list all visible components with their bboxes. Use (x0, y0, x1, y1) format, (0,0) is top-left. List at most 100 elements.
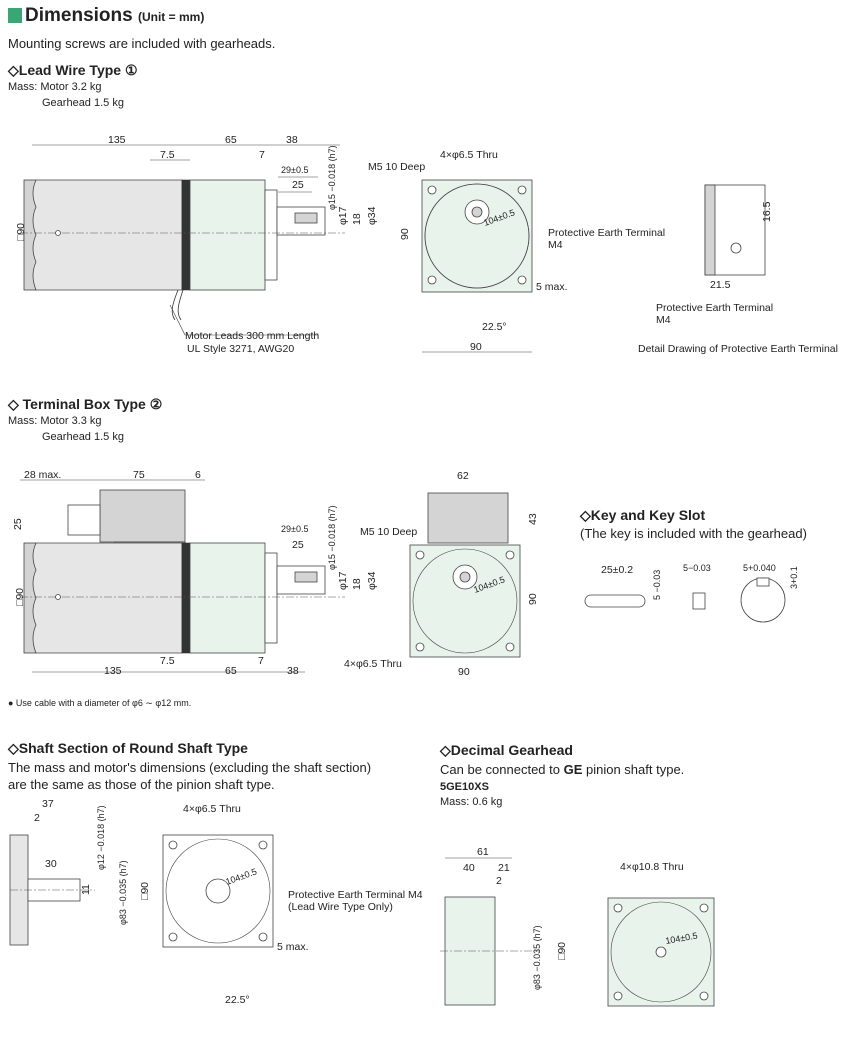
terminal-box-front-view: 62 43 M5 10 Deep 104±0.5 90 4×φ6.5 Thru … (344, 470, 539, 678)
rs-dim-11: 11 (80, 884, 92, 895)
detail-16-5: 16.5 (761, 201, 773, 222)
tb-front-holes: 4×φ6.5 Thru (344, 658, 402, 670)
tb-dim-29: 29±0.5 (281, 524, 308, 534)
decimal-front-view: 4×φ10.8 Thru 104±0.5 (607, 861, 715, 1007)
front-angle: 22.5° (482, 321, 507, 333)
lead-wire-side-view: 135 65 38 7.5 7 29±0.5 25 □90 φ15 −0.018… (15, 134, 378, 355)
page-title: Dimensions (Unit = mm) (25, 5, 205, 26)
tb-dim-7-5: 7.5 (160, 655, 175, 667)
tb-dim-75: 75 (133, 469, 145, 481)
lead-wire-heading: ◇Lead Wire Type ① (8, 62, 138, 78)
tb-dim-phi17: φ17 (337, 571, 349, 590)
key-drawing: 25±0.2 5 −0.03 5−0.03 5+0.040 3+0.1 (584, 563, 799, 623)
key-dim-5c: 5+0.040 (743, 563, 776, 573)
front-h90: 90 (399, 228, 411, 240)
tb-dim-38: 38 (287, 665, 299, 677)
terminal-box-mass-gear: Gearhead 1.5 kg (42, 431, 124, 443)
decimal-heading: ◇Decimal Gearhead (440, 742, 573, 758)
round-shaft-text1: The mass and motor's dimensions (excludi… (8, 760, 372, 775)
key-heading: ◇Key and Key Slot (580, 507, 706, 523)
decimal-mass: Mass: 0.6 kg (440, 796, 503, 808)
title-marker (8, 8, 22, 23)
motor-leads-length: Motor Leads 300 mm Length (185, 330, 319, 342)
rs-dim-12: φ12 −0.018 (h7) (96, 805, 106, 870)
dim-sq90: □90 (15, 223, 27, 241)
tb-front-w90: 90 (458, 666, 470, 678)
terminal-box-mass-motor: Mass: Motor 3.3 kg (8, 415, 102, 427)
round-shaft-heading: ◇Shaft Section of Round Shaft Type (8, 740, 248, 756)
tb-dim-25h: 25 (292, 539, 304, 551)
key-sub: (The key is included with the gearhead) (580, 526, 807, 541)
rs-front-pe: Protective Earth Terminal M4 (288, 889, 423, 901)
dg-dim-2: 2 (496, 875, 502, 887)
front-5max: 5 max. (536, 281, 568, 293)
dim-18: 18 (351, 213, 363, 225)
rs-front-holes: 4×φ6.5 Thru (183, 803, 241, 815)
dim-65: 65 (225, 134, 237, 146)
key-dim-25: 25±0.2 (601, 564, 633, 576)
dim-29: 29±0.5 (281, 165, 308, 175)
dim-7-5: 7.5 (160, 149, 175, 161)
tb-dim-28: 28 max. (24, 469, 61, 481)
key-dim-5b: 5−0.03 (683, 563, 711, 573)
lead-wire-mass-motor: Mass: Motor 3.2 kg (8, 81, 102, 93)
pe-detail-view: 16.5 21.5 Protective Earth Terminal M4 D… (638, 184, 838, 355)
rs-dim-2: 2 (34, 812, 40, 824)
tb-dim-phi34: φ34 (366, 571, 378, 590)
round-shaft-side-view: 37 2 30 11 φ12 −0.018 (h7) φ83 −0.035 (h… (9, 798, 151, 946)
detail-pe: Protective Earth Terminal (656, 302, 773, 314)
tb-dim-7: 7 (258, 655, 264, 667)
rs-dim-30: 30 (45, 858, 57, 870)
dim-25: 25 (292, 179, 304, 191)
rs-dim-sq90: □90 (139, 882, 151, 900)
lead-wire-mass-gear: Gearhead 1.5 kg (42, 97, 124, 109)
round-shaft-front-view: 4×φ6.5 Thru 104±0.5 Protective Earth Ter… (162, 803, 423, 1006)
front-holes: 4×φ6.5 Thru (440, 149, 498, 161)
tb-dim-sq90: □90 (14, 588, 26, 606)
tb-dim-135: 135 (104, 665, 122, 677)
rs-dim-37: 37 (42, 798, 54, 810)
dim-phi15: φ15 −0.018 (h7) (327, 145, 337, 210)
rs-front-angle: 22.5° (225, 994, 250, 1006)
dg-dim-61: 61 (477, 846, 489, 858)
round-shaft-text2: are the same as those of the pinion shaf… (8, 777, 275, 792)
detail-caption: Detail Drawing of Protective Earth Termi… (638, 343, 838, 355)
dim-38: 38 (286, 134, 298, 146)
front-pe: Protective Earth Terminal (548, 227, 665, 239)
dg-dim-21: 21 (498, 862, 510, 874)
terminal-box-heading: ◇ Terminal Box Type ② (8, 396, 163, 412)
tb-front-h90: 90 (527, 593, 539, 605)
tb-dim-phi15: φ15 −0.018 (h7) (327, 505, 337, 570)
intro-text: Mounting screws are included with gearhe… (8, 36, 276, 51)
dim-7: 7 (259, 149, 265, 161)
front-pe-m4: M4 (548, 239, 563, 251)
terminal-box-side-view: 28 max. 75 6 25 □90 29±0.5 25 φ15 −0.018… (12, 469, 378, 677)
dim-phi17: φ17 (337, 206, 349, 225)
dg-dim-40: 40 (463, 862, 475, 874)
decimal-side-view: 61 40 21 2 φ83 −0.035 (h7) □90 (440, 846, 568, 1006)
dim-phi34: φ34 (366, 206, 378, 225)
dg-dim-sq90: □90 (556, 942, 568, 960)
lead-wire-front-view: 4×φ6.5 Thru M5 10 Deep 104±0.5 90 Protec… (368, 149, 665, 353)
decimal-model: 5GE10XS (440, 781, 489, 793)
tb-front-62: 62 (457, 470, 469, 482)
dg-front-holes: 4×φ10.8 Thru (620, 861, 684, 873)
front-w90: 90 (470, 341, 482, 353)
dg-dim-83: φ83 −0.035 (h7) (532, 925, 542, 990)
rs-front-pe2: (Lead Wire Type Only) (288, 901, 393, 913)
tb-dim-6: 6 (195, 469, 201, 481)
detail-21-5: 21.5 (710, 279, 731, 291)
tb-front-43: 43 (527, 513, 539, 525)
decimal-text: Can be connected to GE pinion shaft type… (440, 762, 685, 777)
rs-front-5max: 5 max. (277, 941, 309, 953)
cable-note: ● Use cable with a diameter of φ6 ∼ φ12 … (8, 698, 192, 708)
front-m5: M5 10 Deep (368, 161, 425, 173)
dim-135: 135 (108, 134, 126, 146)
tb-dim-18: 18 (351, 578, 363, 590)
key-dim-3: 3+0.1 (789, 566, 799, 589)
tb-front-m5: M5 10 Deep (360, 526, 417, 538)
key-dim-5a: 5 −0.03 (652, 570, 662, 600)
detail-pe-m4: M4 (656, 314, 671, 326)
rs-dim-83: φ83 −0.035 (h7) (118, 860, 128, 925)
tb-dim-25: 25 (12, 518, 24, 530)
